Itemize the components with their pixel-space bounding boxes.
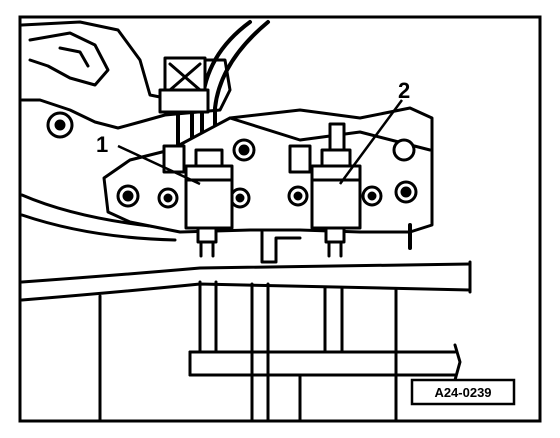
bracket-bolt [293,191,303,201]
reference-code: A24-0239 [434,385,491,400]
callout-2-leader [338,99,404,185]
valve-1 [162,144,234,258]
connecting-hose [260,230,302,264]
valve-2-body [310,164,362,230]
vacuum-hose [213,20,270,164]
valve-1-port [196,226,218,244]
pipe-lower [20,282,472,302]
valve-2-nipple [327,240,343,258]
vertical-rib [250,282,270,423]
hose-connector [158,88,210,114]
valve-2-connector [288,144,312,174]
vertical-rib [323,286,344,354]
contour-line [20,213,177,242]
bracket-bolt [400,186,412,198]
pipe-upper [20,262,472,284]
hose-connector-detail [168,62,202,92]
valve-2-port [324,226,346,244]
callout-2-label: 2 [398,78,410,103]
pipe-bottom-end [188,343,462,382]
valve-1-cap [194,148,224,168]
valve-2 [288,122,362,258]
bracket-bolt [163,193,173,203]
valve-2-cap [320,148,352,168]
manifold-detail [58,46,90,68]
callout-1-leader [117,144,201,186]
bracket-bolt [367,191,377,201]
bracket-bolt [235,193,245,203]
valve-1-nipple [199,240,215,258]
bracket-bolt [238,144,250,156]
pipe-bottom [188,350,457,377]
reference-code-box [410,378,516,406]
valve-1-body [184,164,234,230]
vertical-rib [298,288,398,423]
manifold-detail [28,31,110,87]
engine-drawing [20,20,472,423]
manifold-bolt-center [54,119,66,131]
bracket-bolt [122,190,134,202]
vertical-rib [198,280,218,354]
callout-1-label: 1 [96,132,108,157]
bracket-hole [392,138,416,162]
